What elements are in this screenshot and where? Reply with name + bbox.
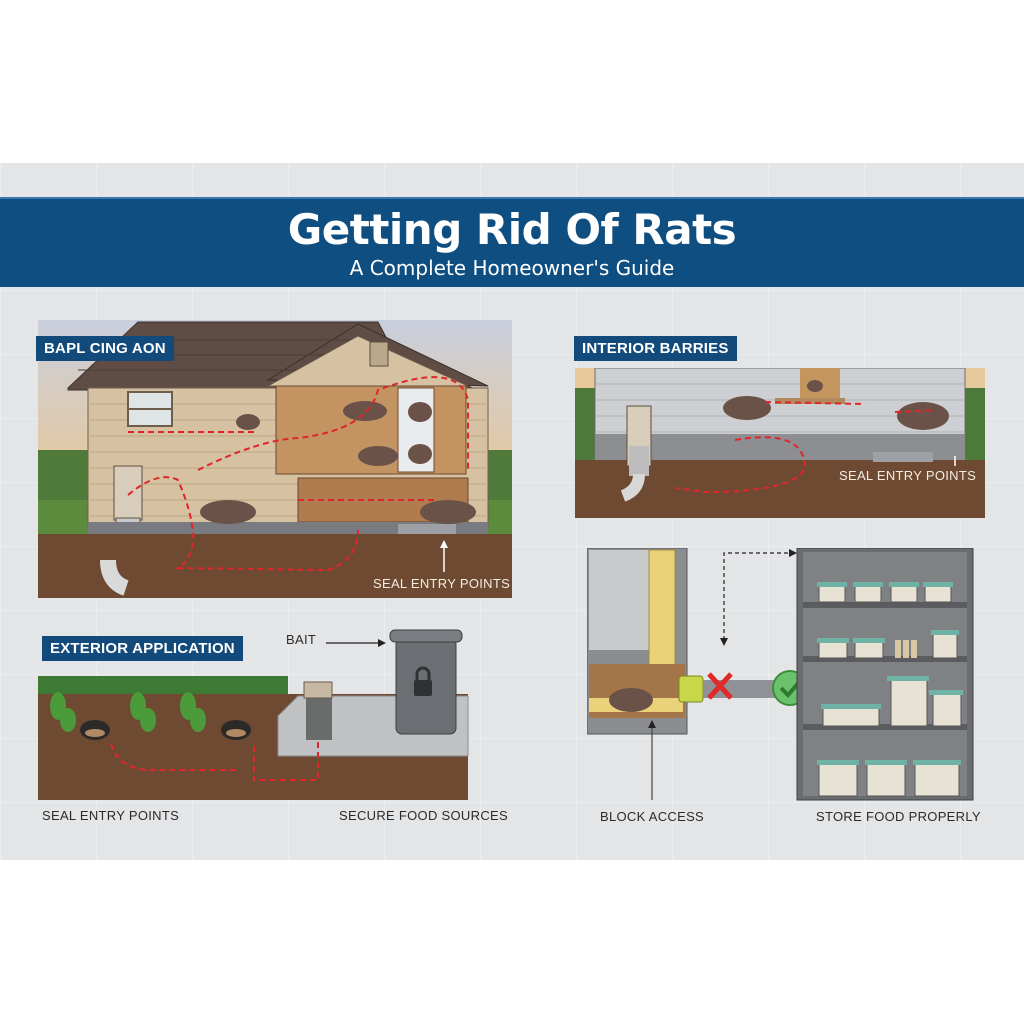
- locked-trash-can-icon: [389, 629, 463, 735]
- interior-barriers-illustration: [575, 368, 985, 518]
- dashed-arrow-icon: [723, 552, 789, 640]
- x-mark-icon: [707, 672, 733, 700]
- rat-movement-paths: [127, 376, 469, 572]
- plant-icons: [50, 692, 206, 732]
- store-food-caption: STORE FOOD PROPERLY: [816, 809, 981, 824]
- exterior-application-tag: EXTERIOR APPLICATION: [42, 636, 243, 661]
- exterior-caption-right: SECURE FOOD SOURCES: [339, 808, 508, 823]
- bait-station-icons: [80, 720, 251, 740]
- baiting-caption: SEAL ENTRY POINTS: [373, 576, 511, 591]
- bait-arrow-icon: [326, 638, 386, 648]
- page-subtitle: A Complete Homeowner's Guide: [349, 256, 675, 280]
- block-access-and-storage-illustration: [587, 548, 987, 808]
- block-access-caption: BLOCK ACCESS: [600, 809, 705, 824]
- page-title: Getting Rid Of Rats: [287, 205, 737, 254]
- exterior-caption-left: SEAL ENTRY POINTS: [42, 808, 180, 823]
- rat-figure: [609, 688, 653, 712]
- interior-barriers-caption: SEAL ENTRY POINTS: [839, 468, 977, 483]
- exterior-application-illustration: [38, 620, 508, 800]
- food-container-icons: [817, 582, 963, 797]
- baiting-tag: BAPL CING AON: [36, 336, 174, 361]
- bait-label: BAIT: [286, 632, 317, 647]
- rat-figures: [200, 401, 476, 524]
- house-cross-section-illustration: [38, 320, 512, 598]
- interior-barriers-tag: INTERIOR BARRIES: [574, 336, 737, 361]
- title-banner: Getting Rid Of Rats A Complete Homeowner…: [0, 197, 1024, 287]
